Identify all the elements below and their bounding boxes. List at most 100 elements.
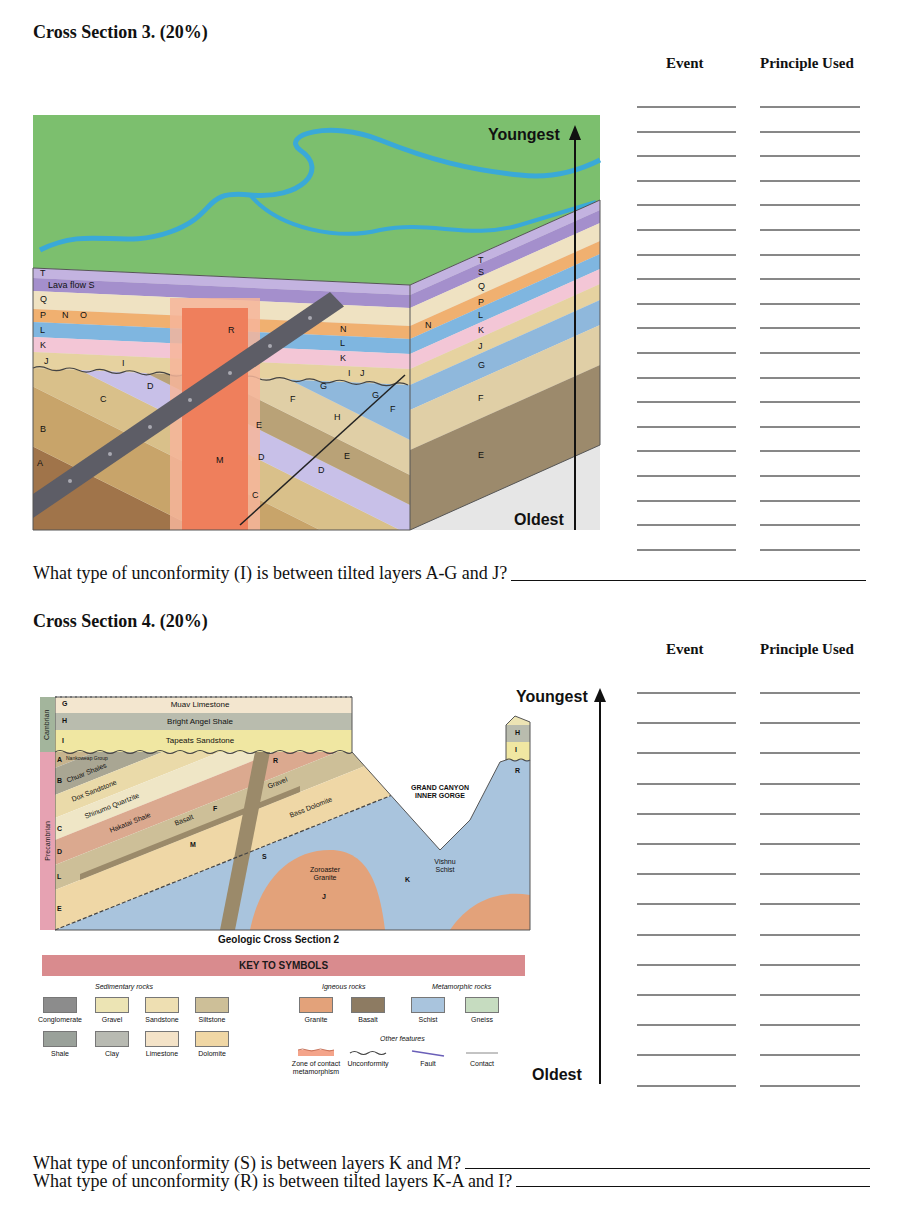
layer-letter: R <box>228 325 235 335</box>
unconformity-line <box>55 751 352 754</box>
unconformity-sample <box>350 1052 386 1055</box>
layer-muav <box>55 697 352 713</box>
column-header: Principle Used <box>760 641 854 658</box>
legend-label: Basalt <box>340 1016 396 1024</box>
basalt-dike <box>33 292 344 518</box>
answer-blank <box>465 1168 870 1169</box>
legend-swatch <box>95 1031 129 1047</box>
layer-letter: I <box>62 737 64 745</box>
legend-swatch <box>351 997 385 1013</box>
layer-letter: F <box>390 404 396 414</box>
axis-label: Youngest <box>516 688 588 706</box>
legend-swatch <box>145 997 179 1013</box>
legend-swatch <box>43 1031 77 1047</box>
contact-sample <box>466 1053 498 1054</box>
section-heading: Cross Section 4. (20%) <box>33 611 208 632</box>
legend-label: Gravel <box>84 1016 140 1024</box>
granite-intrusion <box>182 308 248 530</box>
zoroaster-granite <box>450 894 530 930</box>
legend-label: Gneiss <box>454 1016 510 1024</box>
legend-swatch <box>299 997 333 1013</box>
key-heading: Other features <box>380 1035 425 1043</box>
layer-letter: O <box>80 310 87 320</box>
layer-a <box>55 614 400 768</box>
legend-label: Clay <box>84 1050 140 1058</box>
layer-letter: F <box>290 394 296 404</box>
arrow-head <box>594 688 606 702</box>
question: What type of unconformity (R) is between… <box>33 1172 512 1190</box>
layer-letter: I <box>122 358 125 368</box>
layer-e <box>55 752 400 940</box>
layer-bright-angel <box>506 725 530 742</box>
key-banner: KEY TO SYMBOLS <box>42 955 525 976</box>
river <box>40 130 600 250</box>
layer-letter: L <box>57 873 61 881</box>
layer-letter: B <box>57 777 62 785</box>
layer-label: Lava flow S <box>48 280 95 290</box>
layer-letter: S <box>262 853 267 861</box>
right-face <box>410 200 600 530</box>
section-outline <box>55 697 530 930</box>
legend-label: Unconformity <box>340 1060 396 1068</box>
layer-name: Hakatai Shale <box>109 811 152 835</box>
layer-letter: K <box>40 340 46 350</box>
layer-letter: B <box>40 424 46 434</box>
contact-zone-sample <box>298 1050 334 1056</box>
block-outline <box>33 200 600 530</box>
fault-line <box>240 375 405 525</box>
layer-letter: F <box>478 393 484 403</box>
layer-name: Nankoweap Group <box>66 756 108 762</box>
contact-zone-edge <box>298 1049 334 1051</box>
age-arrow <box>574 138 576 530</box>
legend-label: Dolomite <box>184 1050 240 1058</box>
layer-letter: J <box>360 368 365 378</box>
key-heading: Metamorphic rocks <box>432 983 491 991</box>
legend-label: Sandstone <box>134 1016 190 1024</box>
layer-name: Bright Angel Shale <box>140 717 260 726</box>
layer-letter: R <box>515 767 520 775</box>
layer-letter: J <box>478 341 483 351</box>
answer-lines <box>637 107 860 550</box>
legend-label: Contact <box>454 1060 510 1068</box>
layer-letter: L <box>40 325 45 335</box>
layer-bright-angel <box>55 713 352 730</box>
layer-e <box>410 365 600 530</box>
layer-letter: H <box>515 729 520 737</box>
layer-letter: J <box>44 356 49 366</box>
layer-letter: L <box>478 310 483 320</box>
column-header: Event <box>666 641 704 658</box>
legend-label: Conglomerate <box>32 1016 88 1024</box>
layer-letter: D <box>258 452 265 462</box>
layer-letter: L <box>340 338 345 348</box>
dot <box>148 425 152 429</box>
layer-letter: P <box>40 310 46 320</box>
layer-letter: G <box>320 381 327 391</box>
layer-tapeats <box>55 730 352 752</box>
legend-label: Granite <box>288 1016 344 1024</box>
layer-letter: Q <box>40 294 47 304</box>
layer-letter: I <box>348 368 351 378</box>
layer-letter: G <box>478 360 485 370</box>
layer-name: Dox Sandstone <box>71 778 118 803</box>
legend-swatch <box>465 997 499 1013</box>
period-band: Cambrian <box>40 697 55 752</box>
layer-name: Gravel <box>267 776 289 791</box>
period-band: Precambrian <box>40 752 55 930</box>
layer-letter: D <box>318 465 325 475</box>
rock-name: Zoroaster Granite <box>303 866 347 882</box>
legend-swatch <box>195 1031 229 1047</box>
dot <box>188 398 192 402</box>
layer-letter: C <box>252 490 259 500</box>
layer-name: Chuar Shales <box>66 762 108 785</box>
layer-letter: C <box>57 825 62 833</box>
layer-letter: H <box>62 717 67 725</box>
legend-swatch <box>411 997 445 1013</box>
layer-letter: S <box>478 267 484 277</box>
key-heading: Sedimentary rocks <box>95 983 153 991</box>
layer-letter: D <box>147 381 154 391</box>
layer-tapeats <box>506 742 530 760</box>
legend-label: Zone of contact metamorphism <box>288 1060 344 1076</box>
arrow-head <box>569 125 581 140</box>
section-heading: Cross Section 3. (20%) <box>33 22 208 43</box>
